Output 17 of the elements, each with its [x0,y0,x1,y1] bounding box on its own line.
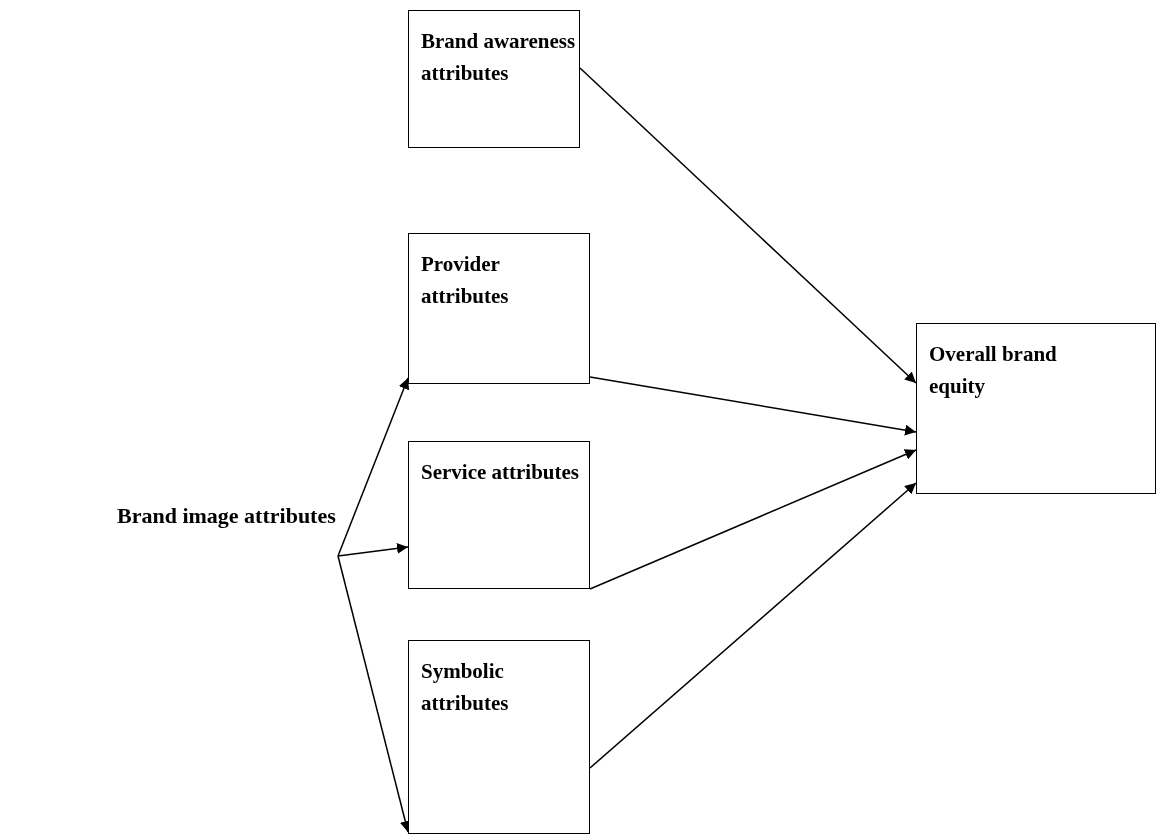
box-label: Symbolic attributes [421,658,510,717]
attribute-box [408,233,590,384]
arrow [589,376,917,436]
group-label: Brand image attributes [117,502,336,530]
box-label: Brand awareness attributes [421,28,577,87]
attribute-box [408,640,590,834]
arrow [337,542,409,557]
arrow [589,449,917,590]
attribute-box [408,441,590,589]
box-label: Provider attributes [421,251,510,310]
box-label: Overall brand equity [929,341,1058,400]
arrow [579,67,917,384]
box-label: Service attributes [421,459,580,486]
attribute-box [408,10,580,148]
attribute-box [916,323,1156,494]
arrow [337,377,410,557]
arrow [589,482,917,769]
